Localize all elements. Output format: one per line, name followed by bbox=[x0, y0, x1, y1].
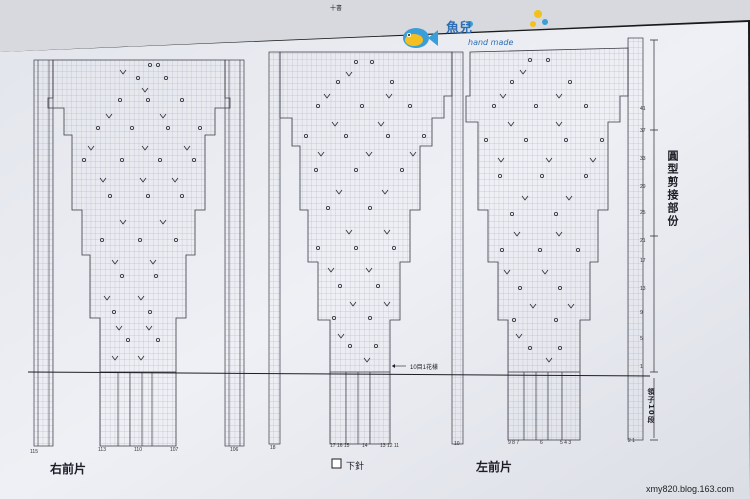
stitch-count: 113 bbox=[98, 447, 106, 453]
svg-text:5: 5 bbox=[640, 336, 643, 342]
svg-text:17: 17 bbox=[640, 258, 646, 264]
stitch-count: 17 16 15 bbox=[330, 443, 350, 449]
legend-swatch bbox=[331, 458, 342, 469]
stitch-count: 115 bbox=[30, 449, 38, 455]
watermark: xmy820.blog.163.com bbox=[646, 484, 735, 494]
stitch-count: 6 bbox=[540, 440, 543, 446]
svg-text:21: 21 bbox=[640, 238, 646, 244]
ribbing-divider bbox=[27, 371, 651, 377]
side-title: 圓型剪接部份 bbox=[666, 150, 679, 228]
stitch-count: 13 12 11 bbox=[380, 443, 400, 449]
row-numbers: 41 37 33 29 25 21 17 13 9 5 1 bbox=[640, 106, 646, 370]
band-label: 領子10段 bbox=[647, 388, 655, 424]
stitch-count: 2 1 bbox=[628, 438, 635, 444]
svg-text:9: 9 bbox=[640, 310, 643, 316]
legend-label: 下針 bbox=[346, 461, 365, 471]
stitch-count: 107 bbox=[170, 447, 179, 453]
svg-text:25: 25 bbox=[640, 210, 646, 216]
logo-text: 魚兒 bbox=[446, 21, 473, 36]
stitch-count: 10 bbox=[454, 441, 460, 447]
fish-logo-icon bbox=[403, 10, 548, 48]
svg-text:13: 13 bbox=[640, 286, 646, 292]
svg-text:37: 37 bbox=[640, 128, 646, 134]
right-front-chart bbox=[33, 59, 245, 447]
stitch-count: 18 bbox=[270, 445, 276, 451]
left-front-chart-a bbox=[268, 51, 464, 445]
logo-subtext: hand made bbox=[468, 38, 514, 47]
stitch-count: 106 bbox=[230, 447, 239, 453]
svg-text:29: 29 bbox=[640, 184, 646, 190]
stitch-count: 9 8 7 bbox=[508, 440, 520, 446]
repeat-note: 10目1花樣 bbox=[410, 365, 439, 371]
left-front-chart-b bbox=[465, 37, 644, 441]
row-scale bbox=[650, 39, 658, 441]
stitch-count: 14 bbox=[362, 443, 368, 449]
stitch-count: 110 bbox=[134, 447, 142, 453]
top-header: 十書 bbox=[330, 6, 343, 12]
left-front-title: 左前片 bbox=[476, 460, 513, 474]
svg-text:33: 33 bbox=[640, 156, 646, 162]
svg-text:1: 1 bbox=[640, 364, 643, 370]
svg-text:41: 41 bbox=[640, 106, 646, 112]
stitch-count: 5 4 3 bbox=[560, 440, 572, 446]
right-front-title: 右前片 bbox=[50, 462, 87, 476]
